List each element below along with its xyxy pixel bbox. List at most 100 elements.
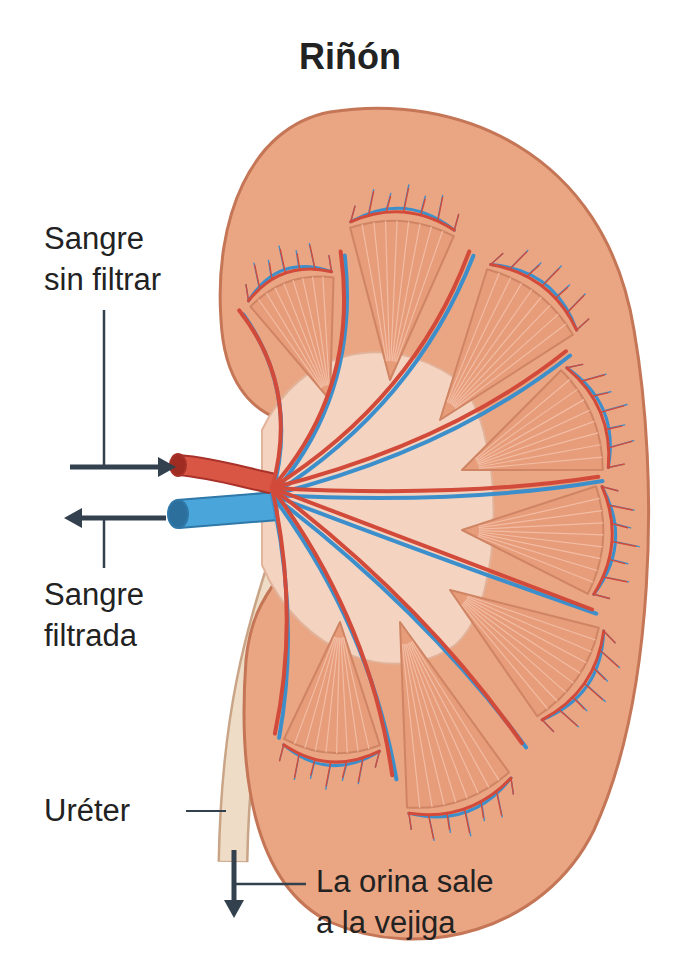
blood-vessel bbox=[409, 778, 511, 815]
pyramid-striation bbox=[391, 221, 397, 361]
blood-vessel bbox=[567, 368, 609, 468]
blood-vessel bbox=[542, 720, 553, 732]
blood-vessel bbox=[542, 631, 604, 720]
renal-pyramid bbox=[251, 276, 334, 400]
pyramid-striation bbox=[479, 498, 600, 526]
blood-vessel bbox=[409, 778, 511, 817]
blood-vessel bbox=[592, 393, 608, 396]
pyramid-striation bbox=[337, 638, 340, 753]
pyramid-striation bbox=[466, 600, 581, 673]
pyramid-striation bbox=[258, 299, 321, 388]
part-label: Sangre sin filtrar bbox=[44, 218, 176, 300]
pyramid-striation bbox=[342, 638, 358, 752]
blood-vessel bbox=[343, 762, 347, 778]
kidney-cortex bbox=[220, 108, 648, 939]
pyramid-striation bbox=[407, 644, 456, 803]
blood-vessel bbox=[609, 441, 632, 448]
blood-vessel bbox=[577, 319, 589, 330]
blood-vessel bbox=[272, 477, 598, 491]
pyramid-striation bbox=[479, 457, 602, 468]
pyramid-striation bbox=[394, 224, 420, 362]
blood-vessel bbox=[272, 251, 344, 488]
blood-vessel bbox=[326, 762, 331, 786]
blood-vessel bbox=[556, 287, 568, 298]
blood-vessel bbox=[272, 488, 287, 734]
pyramid-striation bbox=[275, 288, 323, 387]
blood-vessel bbox=[351, 206, 355, 222]
blood-vessel bbox=[310, 246, 315, 270]
arrow-head bbox=[224, 900, 244, 918]
pyramid-striation bbox=[409, 643, 478, 794]
blood-vessel bbox=[511, 778, 513, 794]
blood-vessel bbox=[609, 505, 633, 510]
blood-vessel bbox=[255, 265, 260, 289]
blood-vessel bbox=[280, 745, 284, 761]
flow-arrow bbox=[232, 850, 237, 902]
blood-vessel bbox=[511, 778, 513, 794]
blood-vessel bbox=[593, 668, 604, 680]
blood-vessel bbox=[559, 709, 577, 725]
blood-vessel bbox=[567, 368, 611, 468]
blood-vessel bbox=[270, 263, 273, 279]
blood-vessel bbox=[246, 285, 249, 301]
blood-vessel bbox=[542, 269, 559, 286]
renal-vein bbox=[178, 506, 278, 514]
blood-vessel bbox=[594, 594, 610, 598]
blood-vessel bbox=[329, 256, 332, 272]
blood-vessel bbox=[608, 464, 624, 467]
diagram-title: Riñón bbox=[299, 36, 401, 78]
blood-vessel bbox=[329, 256, 332, 272]
pyramid-striation bbox=[479, 523, 603, 529]
blood-vessel bbox=[542, 720, 553, 732]
blood-vessel bbox=[567, 364, 583, 367]
part-label: Sangre filtrada bbox=[44, 574, 176, 656]
blood-vessel bbox=[604, 631, 615, 643]
blood-vessel bbox=[602, 487, 618, 491]
renal-vein bbox=[168, 500, 188, 528]
blood-vessel bbox=[454, 215, 458, 231]
blood-vessel bbox=[429, 815, 434, 839]
blood-vessel bbox=[491, 265, 577, 331]
blood-vessel bbox=[249, 267, 332, 301]
flow-arrow bbox=[80, 516, 166, 521]
pyramid-striation bbox=[478, 433, 598, 466]
blood-vessel bbox=[311, 759, 315, 775]
renal-pyramid bbox=[284, 622, 380, 753]
blood-vessel bbox=[577, 319, 589, 330]
pyramid-striation bbox=[478, 535, 597, 571]
leader-line bbox=[103, 518, 106, 568]
blood-vessel bbox=[409, 813, 411, 829]
pyramid-striation bbox=[293, 280, 326, 385]
pyramid-striation bbox=[479, 511, 602, 528]
blood-vessel bbox=[272, 495, 526, 747]
renal-pyramid bbox=[400, 622, 509, 808]
leader-line bbox=[234, 883, 306, 886]
blood-vessel bbox=[369, 192, 374, 216]
arrow-head bbox=[158, 457, 176, 477]
part-label: Uréter bbox=[44, 790, 130, 831]
blood-vessel bbox=[567, 296, 584, 313]
pyramid-striation bbox=[362, 224, 387, 361]
blood-vessel bbox=[386, 197, 390, 213]
blood-vessel bbox=[612, 542, 636, 547]
blood-vessel bbox=[295, 754, 300, 778]
blood-vessel bbox=[239, 310, 281, 488]
blood-vessel bbox=[584, 683, 602, 699]
blood-vessel bbox=[608, 464, 624, 467]
blood-vessel bbox=[246, 285, 249, 301]
pyramid-striation bbox=[448, 278, 510, 403]
blood-vessel bbox=[601, 406, 624, 413]
renal-vein bbox=[178, 506, 278, 514]
blood-vessel bbox=[481, 802, 483, 818]
blood-vessel bbox=[600, 650, 618, 666]
blood-vessel bbox=[527, 266, 539, 277]
pyramid-striation bbox=[464, 602, 566, 692]
blood-vessel bbox=[297, 254, 300, 270]
blood-vessel bbox=[465, 809, 470, 833]
renal-artery bbox=[178, 465, 275, 484]
renal-artery bbox=[178, 465, 275, 484]
pyramid-striation bbox=[374, 222, 388, 361]
blood-vessel bbox=[542, 631, 604, 720]
blood-vessel bbox=[272, 488, 522, 743]
renal-pyramid bbox=[350, 221, 454, 380]
